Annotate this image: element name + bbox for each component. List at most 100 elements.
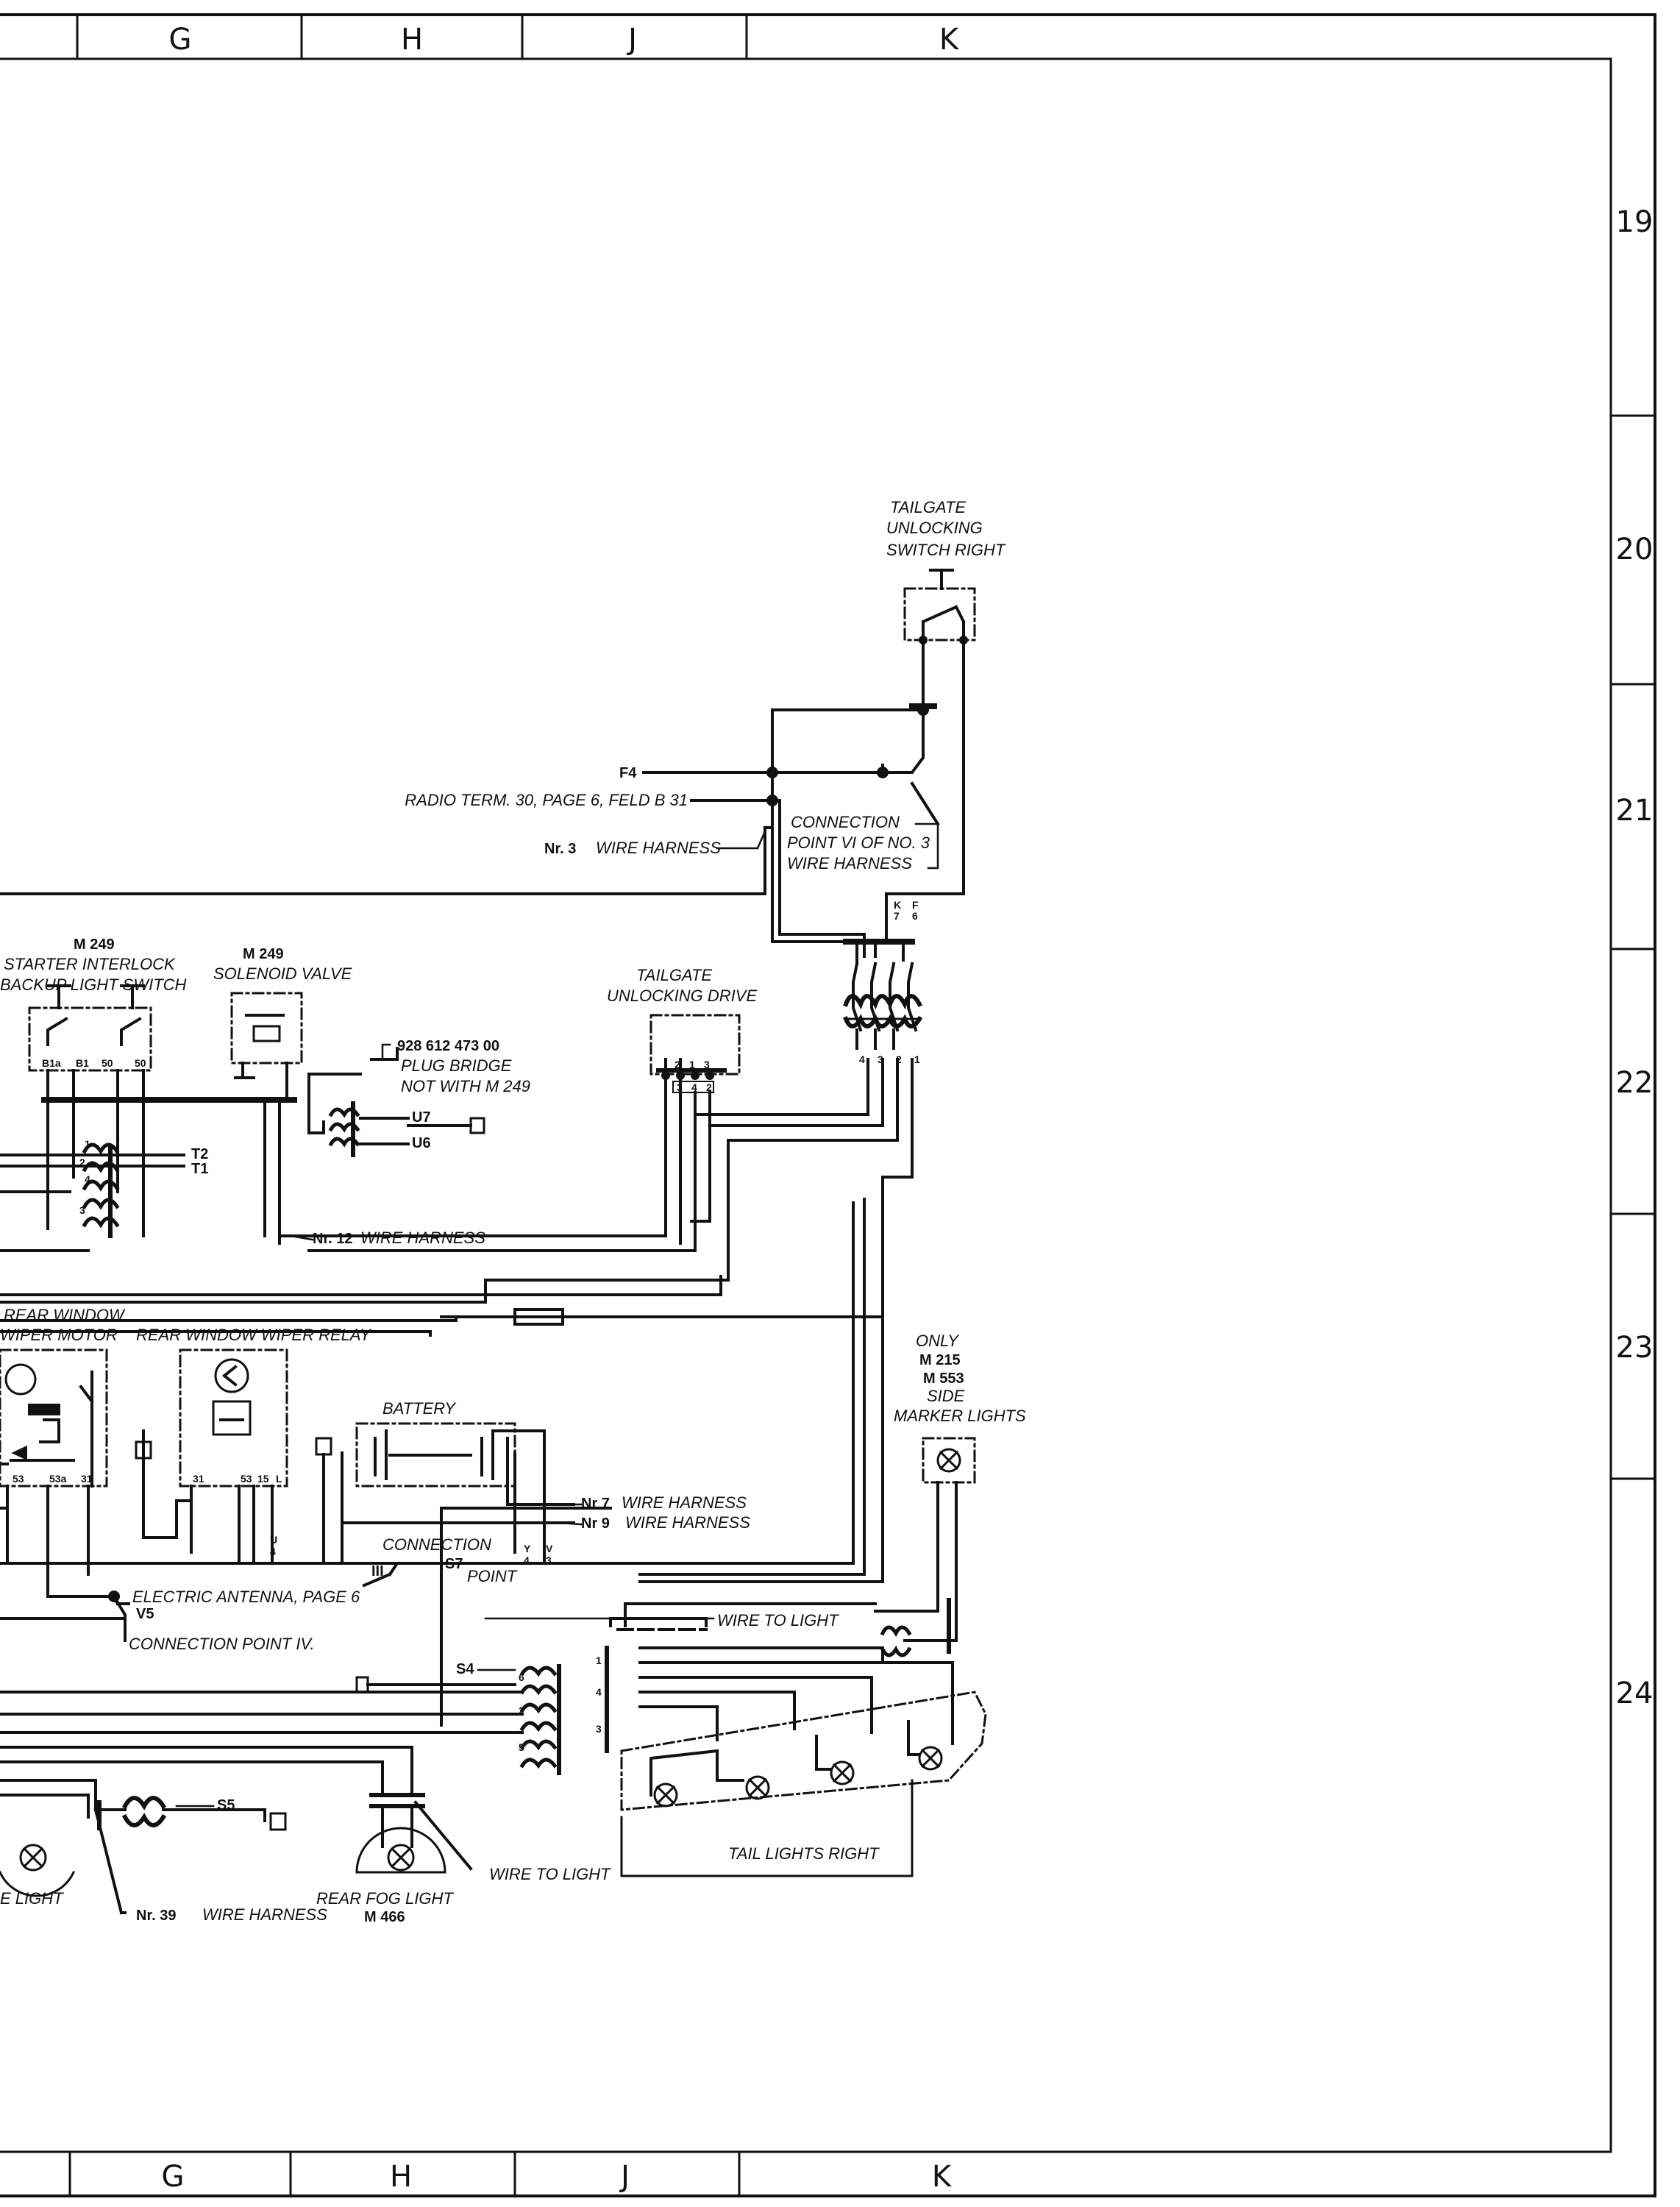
connection-iii-label-1: CONNECTION: [382, 1535, 491, 1554]
pin-relay-3: 15: [257, 1473, 269, 1485]
pin-lamp-3: 4: [596, 1686, 602, 1698]
m553-label: M 553: [923, 1371, 964, 1387]
only-label: ONLY: [916, 1332, 959, 1350]
pin-conn-bottom-2: 3: [878, 1053, 883, 1065]
starter-interlock-switch: [28, 984, 297, 1237]
starter-interlock-label-1: STARTER INTERLOCK: [4, 955, 176, 973]
tailgate-switch-label-3: SWITCH RIGHT: [886, 541, 1006, 559]
pin-conn-bottom-4: 1: [914, 1053, 920, 1065]
col-label-k-bottom: K: [932, 2160, 953, 2194]
plug-bridge-part: 928 612 473 00: [397, 1038, 499, 1054]
pin-v-3: 4: [524, 1554, 530, 1566]
u7-label: U7: [412, 1109, 431, 1126]
pin-drive-4: 3: [677, 1081, 683, 1093]
nr3-prefix: Nr. 3: [544, 841, 576, 857]
nr7-suffix: WIRE HARNESS: [622, 1493, 747, 1512]
side-marker-label-1: SIDE: [927, 1387, 965, 1405]
s5-label: S5: [217, 1797, 235, 1813]
pin-drive-5: 4: [691, 1081, 697, 1093]
nr12-prefix: Nr. 12: [313, 1231, 352, 1247]
pin-drive-1: 2: [675, 1059, 680, 1070]
roman-iii-label: III: [371, 1563, 384, 1579]
pin-drive-3: 3: [704, 1059, 710, 1070]
starter-code: M 249: [74, 937, 115, 953]
starter-interlock-label-2: BACKUP LIGHT SWITCH: [0, 975, 187, 994]
fuse-wire: [0, 1275, 884, 1337]
wiper-motor-label-2: WIPER MOTOR: [0, 1326, 118, 1344]
wire-to-light-1: WIRE TO LIGHT: [717, 1611, 839, 1630]
pin-wiper-motor-1: 53: [13, 1473, 24, 1485]
top-wires: [0, 639, 965, 965]
col-label-h-top: H: [401, 23, 423, 57]
tailgate-drive: [649, 1014, 741, 1245]
u6-label: U6: [412, 1135, 431, 1151]
tailgate-drive-label-1: TAILGATE: [636, 966, 712, 984]
m466-label: M 466: [364, 1909, 405, 1925]
wiper-motor-label-1: REAR WINDOW: [4, 1306, 126, 1324]
electric-antenna-label: ELECTRIC ANTENNA, PAGE 6: [132, 1588, 360, 1606]
pin-wiper-motor-2: 53a: [49, 1473, 67, 1485]
row-label-20: 20: [1616, 533, 1654, 566]
pin-u4-2: 4: [270, 1546, 276, 1557]
pin-lamp-2: 6: [519, 1671, 524, 1683]
pin-v-2: V: [546, 1543, 553, 1554]
v5-label: V5: [136, 1606, 154, 1622]
pin-conn-top-1: K: [894, 899, 901, 911]
pin-relay-2: 53: [241, 1473, 252, 1485]
nr7-prefix: Nr 7: [581, 1496, 610, 1512]
s7-label: S7: [445, 1556, 463, 1572]
left-connector: [0, 1098, 281, 1252]
pin-drive-2: 1: [689, 1059, 695, 1070]
pin-conn-top-3: 7: [894, 910, 900, 922]
row-label-21: 21: [1616, 794, 1654, 828]
antenna-wiring: [0, 1562, 413, 1642]
pin-drive-6: 2: [706, 1081, 712, 1093]
rear-window-wiper-relay: [135, 1348, 288, 1565]
pin-conn-bottom-1: 4: [859, 1053, 865, 1065]
f4-label: F4: [619, 765, 637, 781]
pin-starter-1: B1a: [42, 1057, 61, 1069]
pin-starter-4: 50: [135, 1057, 146, 1069]
pin-lamp-5: 3: [596, 1723, 602, 1735]
tailgate-switch: [903, 569, 976, 644]
col-label-g-top: G: [169, 23, 192, 57]
row-label-23: 23: [1616, 1331, 1654, 1365]
frame: [0, 13, 1656, 2197]
pin-v-4: 3: [546, 1554, 552, 1566]
solenoid-valve: [230, 992, 303, 1237]
pin-conn-top-2: F: [912, 899, 919, 911]
tail-lights-label: TAIL LIGHTS RIGHT: [728, 1844, 880, 1863]
tail-lights-right: [620, 1691, 987, 1877]
plug-bridge-label-1: PLUG BRIDGE: [401, 1056, 512, 1075]
rear-fog-light: [355, 1800, 473, 1874]
tailgate-switch-label-2: UNLOCKING: [886, 519, 983, 537]
lower-left-wiring: [0, 1746, 425, 1831]
connection-vi-label-1: CONNECTION: [791, 813, 900, 831]
pin-left-4: 3: [79, 1204, 85, 1216]
pin-wiper-motor-3: 31: [81, 1473, 93, 1485]
pin-left-3: 4: [85, 1173, 90, 1185]
t1-label: T1: [191, 1161, 208, 1177]
wire-to-light-2: WIRE TO LIGHT: [489, 1865, 611, 1883]
col-label-j-bottom: J: [619, 2160, 630, 2194]
nr9-suffix: WIRE HARNESS: [625, 1513, 750, 1532]
row-label-22: 22: [1616, 1066, 1654, 1100]
solenoid-code: M 249: [243, 946, 284, 962]
pin-lamp-6: 5: [519, 1741, 524, 1753]
pin-left-2: 2: [79, 1156, 85, 1168]
plug-bridge: [307, 1047, 485, 1157]
pin-conn-bottom-3: 2: [896, 1053, 902, 1065]
tailgate-drive-label-2: UNLOCKING DRIVE: [607, 987, 757, 1005]
nr3-suffix: WIRE HARNESS: [596, 839, 721, 857]
rear-window-wiper-motor: [0, 1348, 108, 1598]
nr9-prefix: Nr 9: [581, 1515, 610, 1532]
nr39-suffix: WIRE HARNESS: [202, 1905, 327, 1924]
t2-label: T2: [191, 1146, 208, 1162]
pin-conn-top-4: 6: [912, 910, 918, 922]
pin-lamp-1: 1: [596, 1655, 602, 1666]
wiper-relay-label: REAR WINDOW WIPER RELAY: [136, 1326, 371, 1344]
leader-lines: [175, 822, 939, 1808]
col-label-g-bottom: G: [162, 2160, 185, 2194]
